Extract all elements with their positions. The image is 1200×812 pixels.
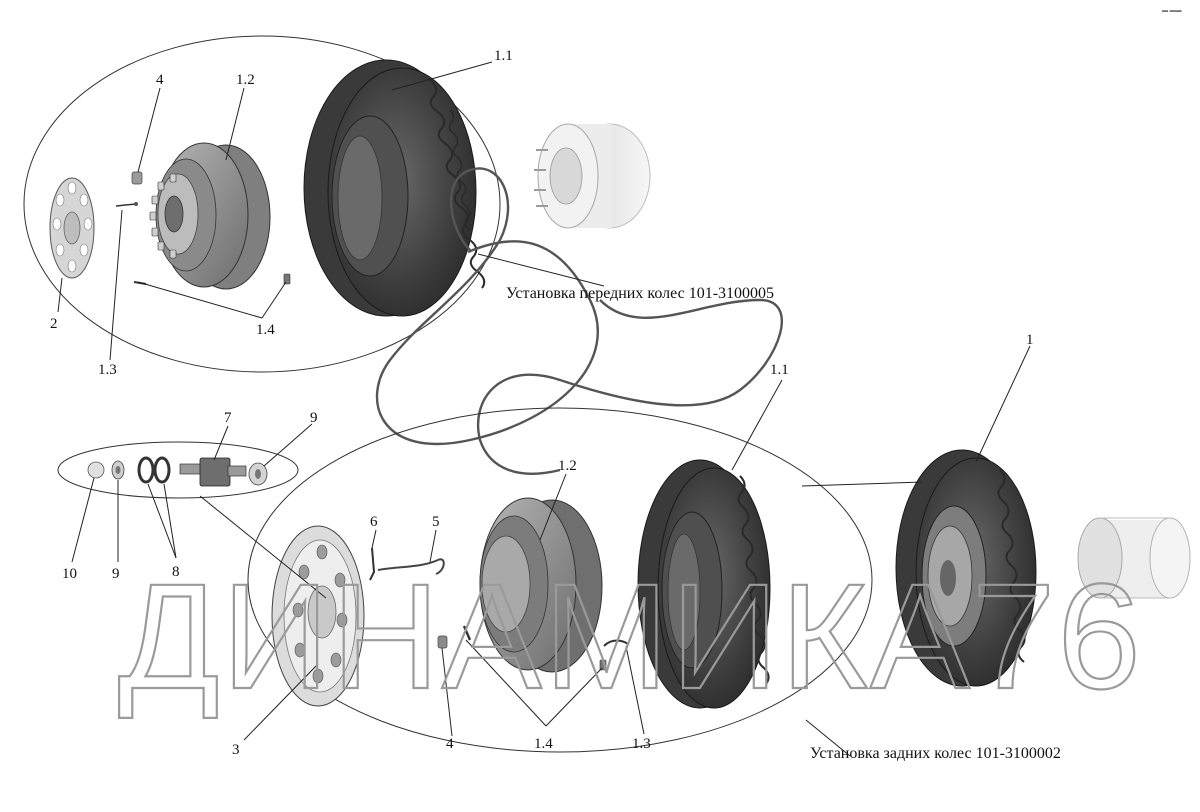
label-rear-studs: 1.4 <box>534 736 553 752</box>
label-rear-clip: 6 <box>370 514 378 530</box>
front-valve-pin <box>115 202 138 207</box>
label-rear-cover: 3 <box>232 742 240 758</box>
stud-pin <box>179 457 247 487</box>
label-rear-nut: 4 <box>446 736 454 752</box>
nut-right <box>248 462 268 486</box>
connecting-wire <box>375 167 783 475</box>
front-stud-right <box>283 273 291 285</box>
rear-rim <box>479 497 603 673</box>
watermark-text: ДИНАМИКА76 <box>118 552 1143 720</box>
front-hub-cap <box>49 177 95 279</box>
rear-hub <box>1077 517 1191 599</box>
valve-extension-hose <box>377 558 445 575</box>
label-washers: 8 <box>172 564 180 580</box>
caption-rear-wheels: Установка задних колес 101-3100002 <box>810 745 1061 762</box>
nut-left <box>111 460 125 480</box>
front-tire <box>303 59 486 317</box>
rear-stud-right <box>599 659 607 671</box>
rear-stud-left <box>462 625 472 641</box>
hose-clip <box>369 547 376 581</box>
corner-mark: ▬ ▬▬ <box>1162 8 1182 14</box>
label-front-rim: 1.2 <box>236 72 255 88</box>
front-rim <box>149 142 271 290</box>
label-pin: 7 <box>224 410 232 426</box>
label-front-valve: 1.3 <box>98 362 117 378</box>
leader-lines <box>57 61 1031 757</box>
label-nut-right: 9 <box>310 410 318 426</box>
front-wheel-nut <box>131 171 143 185</box>
label-rear-valve: 1.3 <box>632 736 651 752</box>
front-group-outline <box>23 35 501 373</box>
label-rear-rim: 1.2 <box>558 458 577 474</box>
label-rear-assembly: 1 <box>1026 332 1034 348</box>
label-cap-nut: 10 <box>62 566 77 582</box>
caption-front-wheels: Установка передних колес 101-3100005 <box>506 285 774 302</box>
label-front-nut: 4 <box>156 72 164 88</box>
label-front-cap: 2 <box>50 316 58 332</box>
rear-group-outline <box>247 407 873 753</box>
front-hub <box>534 123 651 229</box>
rear-valve <box>603 639 629 647</box>
small-parts-outline <box>57 441 299 499</box>
cap-nut <box>87 461 105 479</box>
label-front-tire: 1.1 <box>494 48 513 64</box>
label-nut-left: 9 <box>112 566 120 582</box>
washers <box>137 456 171 484</box>
rear-tire <box>637 459 771 709</box>
assembled-rear-wheel <box>895 449 1037 687</box>
label-front-studs: 1.4 <box>256 322 275 338</box>
label-rear-tire: 1.1 <box>770 362 789 378</box>
label-rear-hose: 5 <box>432 514 440 530</box>
